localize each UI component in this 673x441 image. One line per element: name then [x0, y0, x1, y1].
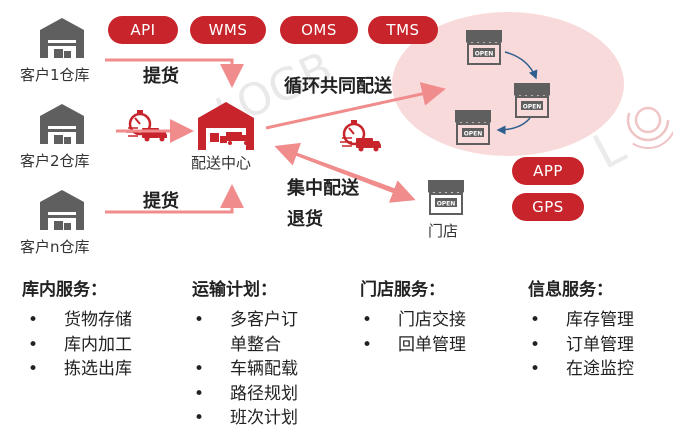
arrow-center-to-cycle — [265, 82, 446, 130]
bullet-icon: • — [362, 310, 373, 330]
warehouse-icon-1 — [40, 18, 84, 58]
flow-label-returns: 退货 — [287, 209, 323, 230]
flow-label-pickup-bottom: 提货 — [143, 191, 179, 212]
system-pill-tms: TMS — [368, 16, 438, 44]
service-list-transport: •多客户订 单整合 •车辆配载 •路径规划 •班次计划 — [194, 308, 298, 431]
bullet-icon: • — [28, 359, 39, 379]
bullet-icon: • — [362, 334, 373, 355]
cycle-arrow-2 — [496, 117, 531, 135]
system-pill-wms: WMS — [190, 16, 266, 44]
service-title-store: 门店服务： — [360, 280, 445, 300]
system-pill-oms: OMS — [280, 16, 358, 44]
service-item: •订单管理 — [530, 333, 634, 358]
arrow-store-return — [274, 142, 396, 192]
service-item: •库内加工 — [28, 333, 132, 358]
arrow-warehouse-n-up — [105, 184, 244, 214]
warehouse-label-2: 客户2仓库 — [20, 152, 90, 170]
bullet-icon: • — [194, 310, 205, 330]
service-title-information: 信息服务： — [528, 280, 613, 300]
system-pill-gps: GPS — [512, 193, 584, 221]
bullet-icon: • — [530, 334, 541, 355]
service-item: •多客户订 — [194, 308, 298, 333]
service-list-warehouse: •货物存储 •库内加工 •拣选出库 — [28, 308, 132, 382]
service-list-information: •库存管理 •订单管理 •在途监控 — [530, 308, 634, 382]
store-icon-main — [427, 179, 465, 215]
bullet-icon: • — [530, 310, 541, 330]
service-item: •拣选出库 — [28, 357, 132, 382]
flow-label-cyclic: 循环共同配送 — [284, 76, 392, 97]
scheduled-truck-icon-outbound — [338, 118, 383, 153]
service-item: •班次计划 — [194, 406, 298, 431]
system-pill-api: API — [108, 16, 178, 44]
bullet-icon: • — [194, 359, 205, 379]
flow-label-centralized: 集中配送 — [287, 178, 359, 199]
cyclic-delivery-area — [392, 12, 624, 156]
service-title-transport: 运输计划： — [192, 280, 277, 300]
bullet-icon: • — [530, 359, 541, 379]
warehouse-label-1: 客户1仓库 — [20, 66, 90, 84]
service-list-store: •门店交接 •回单管理 — [362, 308, 466, 357]
service-title-warehouse: 库内服务： — [22, 280, 107, 300]
service-item: •货物存储 — [28, 308, 132, 333]
warehouse-icon-n — [40, 190, 84, 230]
bullet-icon: • — [28, 310, 39, 330]
distribution-center-label: 配送中心 — [191, 154, 252, 172]
distribution-center-icon — [198, 102, 254, 150]
service-item: •门店交接 — [362, 308, 466, 333]
service-item: •路径规划 — [194, 382, 298, 407]
service-item: •在途监控 — [530, 357, 634, 382]
scheduled-truck-icon-inbound — [124, 108, 169, 143]
bullet-icon: • — [28, 334, 39, 355]
service-item: •库存管理 — [530, 308, 634, 333]
cycle-arrow-1 — [504, 51, 538, 80]
service-item: •车辆配载 — [194, 357, 298, 382]
bullet-icon: • — [194, 408, 205, 428]
warehouse-icon-2 — [40, 104, 84, 144]
bullet-icon: • — [194, 383, 205, 404]
arrow-api-down — [105, 58, 244, 88]
store-label: 门店 — [428, 222, 459, 240]
service-item-continuation: 单整合 — [230, 334, 281, 355]
warehouse-label-n: 客户n仓库 — [20, 238, 90, 256]
system-pill-app: APP — [512, 157, 584, 185]
service-item: •回单管理 — [362, 333, 466, 358]
flow-label-pickup-top: 提货 — [143, 66, 179, 87]
